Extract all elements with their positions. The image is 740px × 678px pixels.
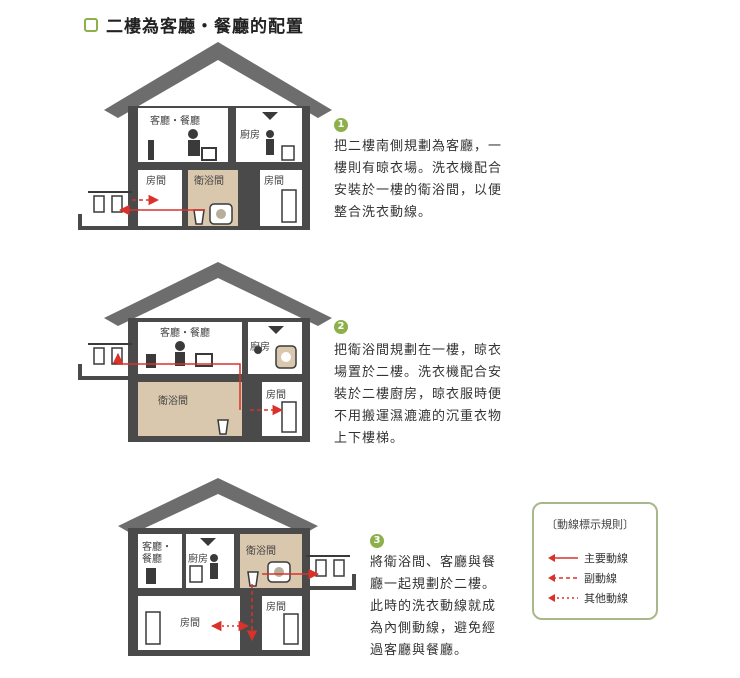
house-1-label-bath: 衛浴間 [194, 174, 224, 187]
house-2-label-room-right: 房間 [266, 388, 286, 401]
step-number-1: 1 [334, 118, 348, 132]
legend-label-main: 主要動線 [584, 552, 628, 565]
dashed-arrow-icon [548, 574, 578, 582]
house-3-roof [118, 478, 318, 534]
house-1-label-living: 客廳・餐廳 [150, 114, 200, 127]
house-2-label-bath: 衛浴間 [158, 394, 188, 407]
plan-3-description: 將衛浴間、客廳與餐 廳一起規劃於二樓。 此時的洗衣動線就成 為內側動線，避免經 … [370, 555, 497, 658]
step-number-3: 3 [370, 534, 384, 548]
house-3-label-room-left: 房間 [180, 616, 200, 629]
house-2-label-kitchen: 廚房 [250, 340, 270, 353]
legend-label-other: 其他動線 [584, 592, 628, 605]
solid-arrow-icon [548, 554, 578, 562]
house-2-roof [104, 262, 332, 326]
legend-item-other: 其他動線 [548, 590, 628, 606]
section-title: 二樓為客廳・餐廳的配置 [84, 12, 304, 37]
legend-label-secondary: 副動線 [584, 572, 617, 585]
house-3-label-bath: 衛浴間 [246, 544, 276, 557]
house-3-label-living-2: 餐廳 [142, 552, 162, 565]
house-3-label-living-1: 客廳・ [142, 540, 172, 553]
house-2-label-living: 客廳・餐廳 [160, 326, 210, 339]
page-title: 二樓為客廳・餐廳的配置 [106, 17, 304, 37]
legend-item-secondary: 副動線 [548, 570, 617, 586]
dotted-arrow-icon [548, 594, 578, 602]
plan-1-description: 把二樓南側規劃為客廳，一 樓則有晾衣場。洗衣機配合 安裝於一樓的衛浴間，以便 整… [334, 139, 503, 220]
legend-item-main: 主要動線 [548, 550, 628, 566]
house-1-label-kitchen: 廚房 [240, 128, 260, 141]
legend-title: 〔動線標示規則〕 [546, 518, 634, 531]
flow-legend: 〔動線標示規則〕 主要動線 副動線 其他動線 [532, 502, 658, 620]
house-1-label-room-right: 房間 [264, 174, 284, 187]
house-3: 客廳・ 餐廳 廚房 衛浴間 房間 房間 [118, 478, 356, 656]
step-number-2: 2 [334, 320, 348, 334]
plan-2-description: 把衛浴間規劃在一樓，晾衣 場置於二樓。洗衣機配合安 裝於二樓廚房，晾衣服時便 不… [334, 343, 503, 446]
house-2: 客廳・餐廳 廚房 衛浴間 房間 [78, 262, 332, 442]
house-3-label-room-right: 房間 [266, 600, 286, 613]
house-1-label-room-left: 房間 [146, 174, 166, 187]
house-1: 客廳・餐廳 廚房 衛浴間 房間 房間 [78, 42, 332, 230]
house-3-label-kitchen: 廚房 [188, 552, 208, 565]
checkbox-icon [84, 17, 98, 32]
